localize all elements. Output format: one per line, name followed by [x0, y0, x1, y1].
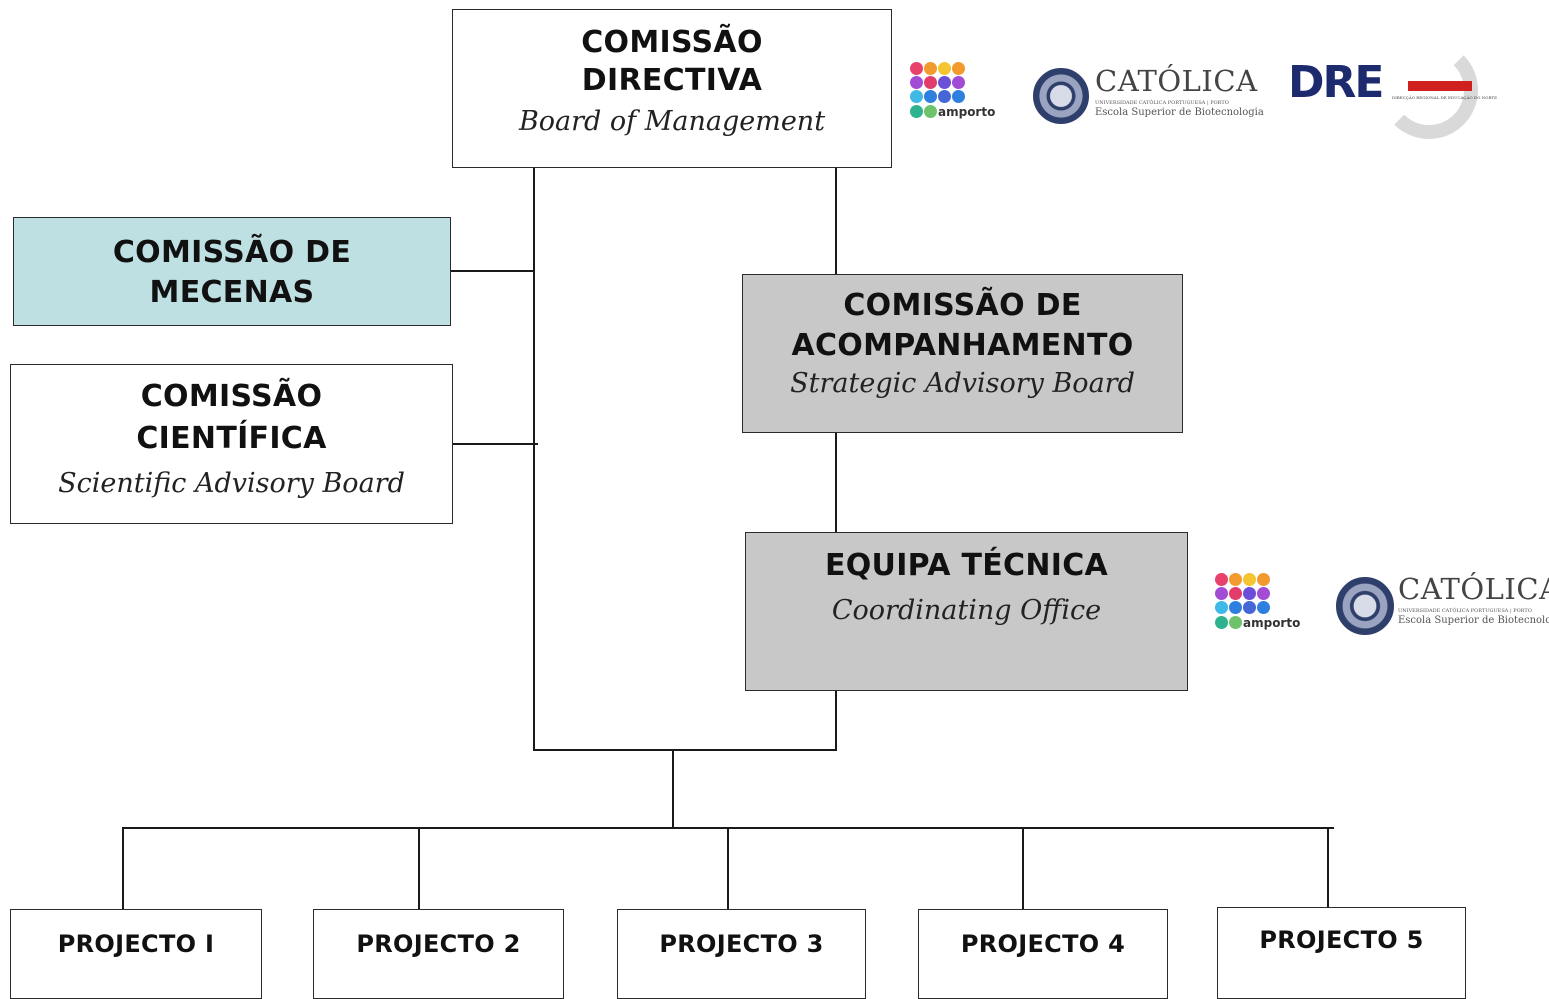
- project-label: PROJECTO I: [57, 930, 215, 958]
- catolica-seal-icon: [1336, 577, 1394, 635]
- board-title-line2: DIRECTIVA: [581, 63, 763, 98]
- catolica-logo-bottom: CATÓLICA UNIVERSIDADE CATÓLICA PORTUGUES…: [1336, 572, 1549, 635]
- catolica-university-line: UNIVERSIDADE CATÓLICA PORTUGUESA | PORTO: [1398, 608, 1532, 614]
- project-box-5: PROJECTO 5: [1217, 907, 1466, 999]
- cientifica-subtitle: Scientific Advisory Board: [58, 468, 405, 499]
- connector-cientifica: [452, 443, 538, 445]
- mecenas-title-line2: MECENAS: [149, 275, 315, 310]
- connector-bottom-horizontal: [533, 749, 837, 751]
- catolica-seal-icon: [1033, 68, 1089, 124]
- dren-caption: DIRECÇÃO REGIONAL DE EDUCAÇÃO DO NORTE: [1392, 95, 1497, 100]
- catolica-university-line: UNIVERSIDADE CATÓLICA PORTUGUESA | PORTO: [1095, 100, 1229, 106]
- project-box-2: PROJECTO 2: [313, 909, 564, 999]
- acompanhamento-box: COMISSÃO DE ACOMPANHAMENTO Strategic Adv…: [742, 274, 1183, 433]
- dren-logo: DRE DIRECÇÃO REGIONAL DE EDUCAÇÃO DO NOR…: [1288, 41, 1497, 139]
- dren-red-mark: [1408, 81, 1472, 91]
- amporto-logo-top: amporto: [910, 62, 1000, 124]
- cientifica-title-line2: CIENTÍFICA: [136, 421, 327, 456]
- equipa-title: EQUIPA TÉCNICA: [824, 548, 1109, 583]
- board-title-line1: COMISSÃO: [581, 25, 763, 60]
- connector-board-right-vertical: [835, 167, 837, 275]
- acompanhamento-subtitle: Strategic Advisory Board: [790, 368, 1135, 399]
- cientifica-title-line1: COMISSÃO: [140, 379, 323, 414]
- project-label: PROJECTO 2: [356, 930, 521, 958]
- project-box-1: PROJECTO I: [10, 909, 262, 999]
- equipa-tecnica-box: EQUIPA TÉCNICA Coordinating Office: [745, 532, 1188, 691]
- amporto-text: amporto: [938, 105, 996, 119]
- catolica-school-line: Escola Superior de Biotecnologia: [1398, 615, 1549, 626]
- connector-equipa-down: [835, 690, 837, 751]
- catolica-logo-top: CATÓLICA UNIVERSIDADE CATÓLICA PORTUGUES…: [1033, 64, 1264, 124]
- connector-project-1: [122, 827, 124, 909]
- catolica-wordmark: CATÓLICA: [1095, 64, 1258, 98]
- dren-wordmark: DRE: [1288, 57, 1384, 108]
- project-label: PROJECTO 3: [659, 930, 824, 958]
- connector-mecenas: [450, 270, 535, 272]
- project-box-3: PROJECTO 3: [617, 909, 866, 999]
- connector-trunk: [672, 750, 674, 828]
- connector-project-5: [1327, 827, 1329, 907]
- connector-project-4: [1022, 827, 1024, 909]
- mecenas-title-line1: COMISSÃO DE: [112, 235, 352, 270]
- catolica-school-line: Escola Superior de Biotecnologia: [1095, 107, 1264, 118]
- acompanhamento-title-line2: ACOMPANHAMENTO: [791, 328, 1134, 363]
- connector-project-3: [727, 827, 729, 909]
- board-of-management-box: COMISSÃO DIRECTIVA Board of Management: [452, 9, 892, 168]
- amporto-logo-bottom: amporto: [1215, 573, 1305, 635]
- project-label: PROJECTO 4: [960, 930, 1126, 958]
- connector-project-2: [418, 827, 420, 909]
- board-subtitle: Board of Management: [518, 106, 826, 137]
- catolica-wordmark: CATÓLICA: [1398, 572, 1549, 606]
- project-box-4: PROJECTO 4: [918, 909, 1168, 999]
- acompanhamento-title-line1: COMISSÃO DE: [843, 288, 1082, 323]
- connector-acompanhamento-equipa: [835, 432, 837, 533]
- connector-board-left-vertical: [533, 167, 535, 751]
- amporto-text: amporto: [1243, 616, 1301, 630]
- mecenas-box: COMISSÃO DE MECENAS: [13, 217, 451, 326]
- project-label: PROJECTO 5: [1259, 926, 1424, 954]
- equipa-subtitle: Coordinating Office: [831, 595, 1102, 626]
- cientifica-box: COMISSÃO CIENTÍFICA Scientific Advisory …: [10, 364, 453, 524]
